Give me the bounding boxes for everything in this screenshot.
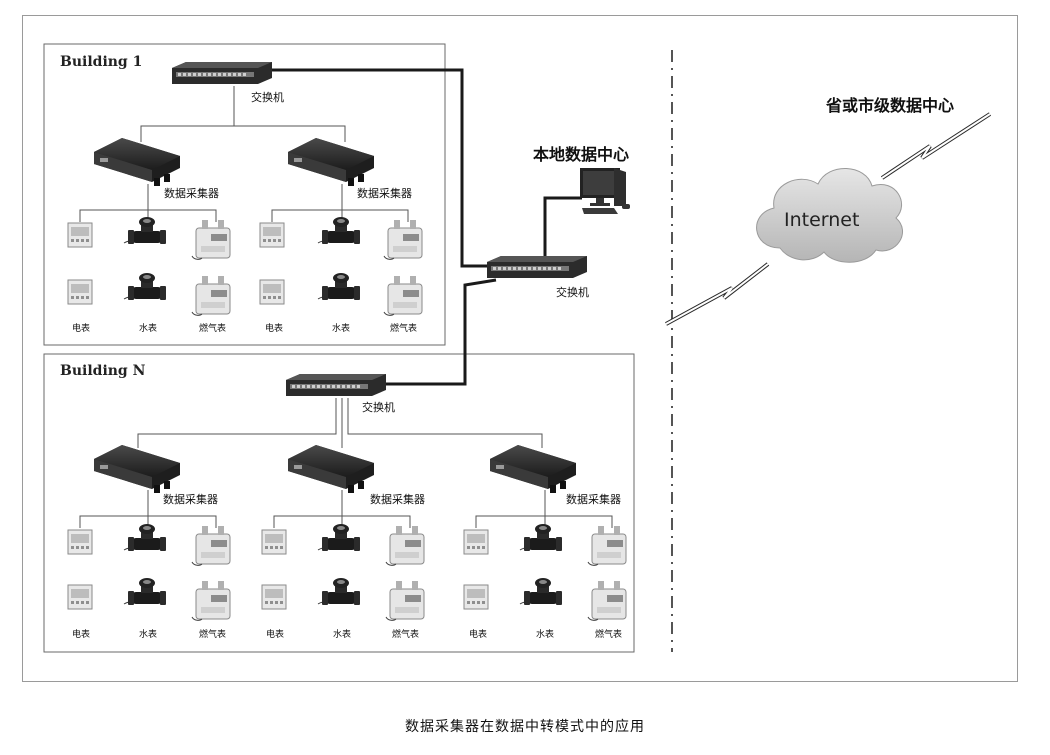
link — [233, 86, 346, 142]
water-meter — [123, 272, 167, 301]
switch-building-n — [286, 374, 386, 396]
building-n-box — [43, 353, 635, 653]
wireless-link-upper-inner — [881, 113, 991, 179]
provincial-data-center-label: 省或市级数据中心 — [825, 96, 954, 115]
gas-meter — [191, 580, 231, 621]
water-meter — [317, 577, 361, 606]
electric-meter — [259, 222, 285, 248]
central-switch — [487, 256, 587, 278]
link — [475, 490, 546, 528]
collector-b1-2 — [288, 138, 374, 186]
gas-meter — [385, 525, 425, 566]
electric-meter — [463, 529, 489, 555]
gas-meter — [191, 525, 231, 566]
collector-bn-1 — [94, 445, 180, 493]
water-meter — [317, 272, 361, 301]
link — [545, 515, 613, 528]
data-center-cable — [543, 196, 582, 263]
electric-meter — [67, 279, 93, 305]
switch-building-1 — [172, 62, 272, 84]
electric-meter — [261, 529, 287, 555]
collector-label: 数据采集器 — [164, 186, 219, 200]
wireless-link-lower-inner — [665, 263, 769, 325]
water-meter-label: 水表 — [332, 322, 350, 334]
link — [137, 398, 337, 448]
diagram-caption: 数据采集器在数据中转模式中的应用 — [405, 719, 645, 735]
link — [342, 209, 409, 222]
central-switch-label: 交换机 — [556, 285, 589, 299]
gas-meter — [383, 219, 423, 260]
electric-meter — [67, 584, 93, 610]
collector-label: 数据采集器 — [163, 492, 218, 506]
internet-label: Internet — [784, 209, 859, 231]
gas-meter-label: 燃气表 — [199, 628, 226, 640]
collector-label: 数据采集器 — [566, 492, 621, 506]
uplink-cable-building-n — [385, 278, 497, 386]
link — [79, 184, 149, 222]
building-1-box — [43, 43, 446, 346]
link — [140, 125, 234, 142]
gas-meter — [587, 525, 627, 566]
link — [273, 490, 343, 528]
collector-bn-3 — [490, 445, 576, 493]
water-meter — [519, 523, 563, 552]
gas-meter — [191, 275, 231, 316]
link — [342, 515, 411, 528]
diagram-frame — [22, 15, 1018, 682]
electric-meter-label: 电表 — [265, 322, 283, 334]
building-1-title: Building 1 — [60, 54, 142, 70]
network-diagram: Building 1 Building N 交换机 数据采集器 电表 水表 燃气… — [43, 43, 992, 653]
electric-meter-label: 电表 — [469, 628, 487, 640]
switch-label-building-1: 交换机 — [251, 90, 284, 104]
water-meter — [123, 577, 167, 606]
water-meter-label: 水表 — [536, 628, 554, 640]
link — [347, 398, 543, 448]
collector-label: 数据采集器 — [357, 186, 412, 200]
electric-meter — [67, 529, 93, 555]
water-meter — [123, 216, 167, 245]
collector-bn-2 — [288, 445, 374, 493]
gas-meter — [383, 275, 423, 316]
internet-cloud — [756, 168, 903, 263]
electric-meter — [67, 222, 93, 248]
link — [148, 515, 217, 528]
building-n-title: Building N — [60, 363, 146, 379]
switch-label-building-n: 交换机 — [362, 400, 395, 414]
gas-meter-label: 燃气表 — [390, 322, 417, 334]
local-data-center-label: 本地数据中心 — [533, 145, 629, 164]
water-meter — [519, 577, 563, 606]
gas-meter-label: 燃气表 — [595, 628, 622, 640]
gas-meter — [191, 219, 231, 260]
electric-meter — [261, 584, 287, 610]
computer-icon — [580, 168, 630, 214]
collector-label: 数据采集器 — [370, 492, 425, 506]
electric-meter — [463, 584, 489, 610]
water-meter — [317, 523, 361, 552]
water-meter-label: 水表 — [139, 322, 157, 334]
uplink-cable-building-1 — [272, 68, 490, 268]
gas-meter — [587, 580, 627, 621]
link — [79, 490, 149, 528]
link — [271, 184, 343, 222]
electric-meter-label: 电表 — [266, 628, 284, 640]
electric-meter-label: 电表 — [72, 628, 90, 640]
water-meter — [123, 523, 167, 552]
gas-meter-label: 燃气表 — [392, 628, 419, 640]
collector-b1-1 — [94, 138, 180, 186]
water-meter — [317, 216, 361, 245]
electric-meter-label: 电表 — [72, 322, 90, 334]
electric-meter — [259, 279, 285, 305]
link — [148, 209, 217, 222]
water-meter-label: 水表 — [333, 628, 351, 640]
water-meter-label: 水表 — [139, 628, 157, 640]
gas-meter — [385, 580, 425, 621]
gas-meter-label: 燃气表 — [199, 322, 226, 334]
